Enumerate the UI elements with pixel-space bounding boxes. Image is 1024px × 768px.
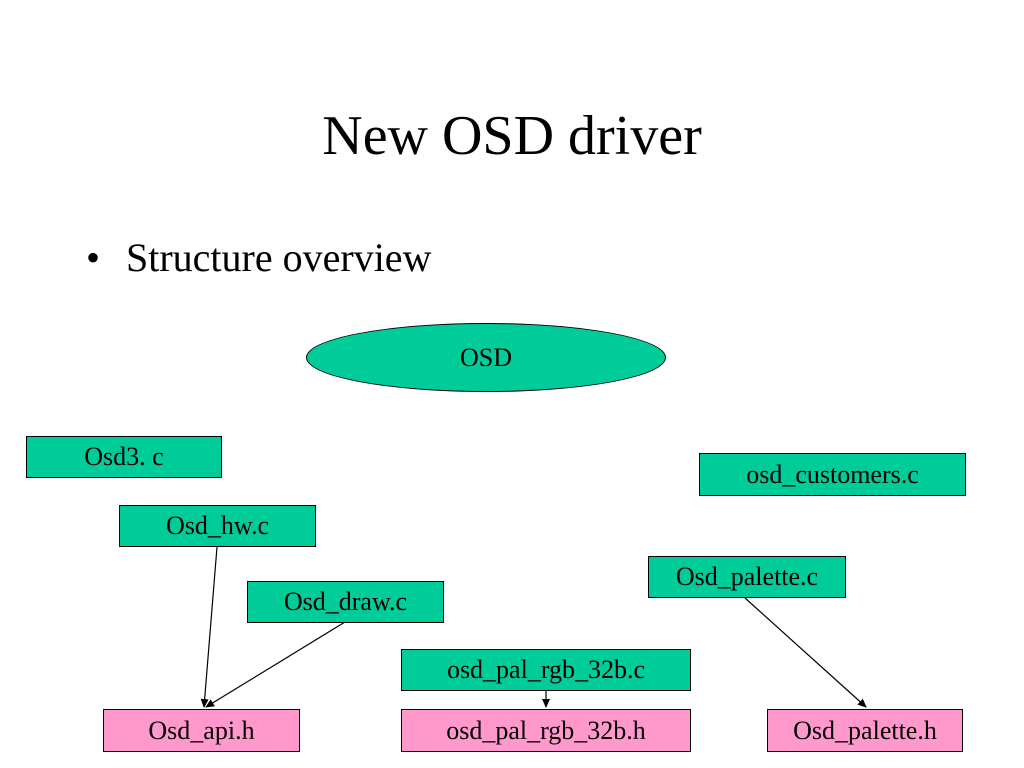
bullet-marker: • — [86, 235, 101, 280]
bullet-item: • Structure overview — [86, 232, 431, 284]
osd-root-node: OSD — [306, 323, 666, 392]
slide-title: New OSD driver — [322, 105, 702, 167]
node-osd-customers-c: osd_customers.c — [699, 453, 966, 496]
edge-palette-to-paletteh — [744, 597, 867, 708]
node-osd-draw-c: Osd_draw.c — [247, 581, 444, 623]
edge-hw-to-api — [200, 546, 218, 708]
edge-draw-to-api — [205, 621, 346, 708]
node-osd-pal-rgb-32b-h: osd_pal_rgb_32b.h — [401, 709, 691, 752]
bullet-text: Structure overview — [126, 235, 432, 280]
node-osd-hw-c: Osd_hw.c — [119, 505, 316, 547]
node-osd-palette-h: Osd_palette.h — [767, 709, 963, 752]
node-osd-pal-rgb-32b-c: osd_pal_rgb_32b.c — [401, 649, 691, 691]
node-osd3-c: Osd3. c — [26, 436, 222, 478]
node-osd-api-h: Osd_api.h — [103, 709, 300, 752]
node-osd-palette-c: Osd_palette.c — [648, 556, 846, 598]
